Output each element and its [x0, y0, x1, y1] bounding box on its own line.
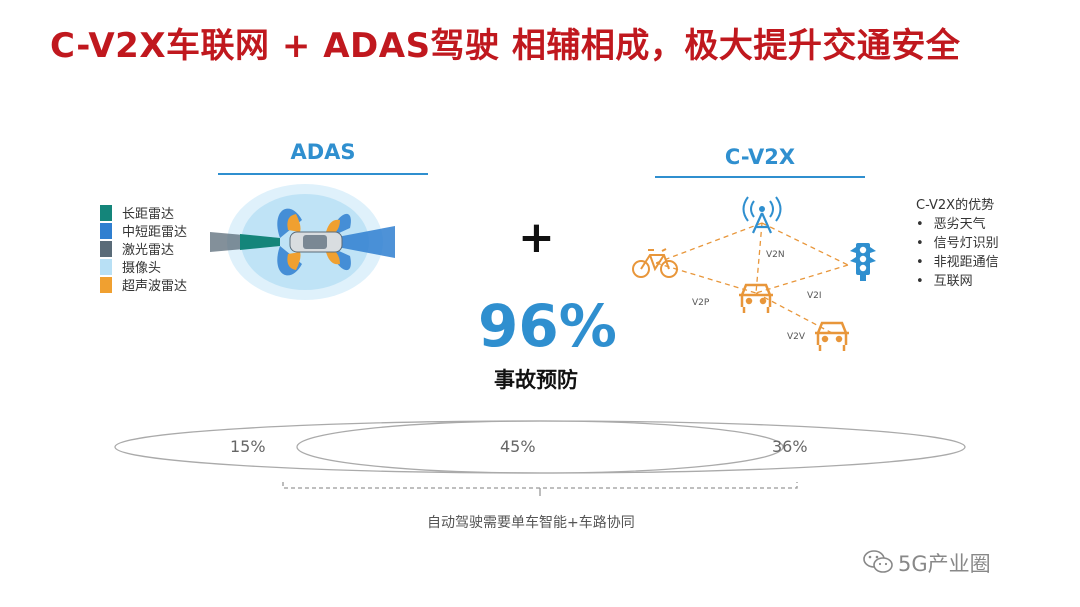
legend-swatch — [100, 240, 112, 257]
legend-item-long-range-radar: 长距雷达 — [100, 204, 175, 222]
accident-prevention-label: 事故预防 — [494, 368, 578, 392]
plus-sign: + — [518, 212, 555, 263]
legend-label: 摄像头 — [122, 261, 162, 276]
advantage-item: 互联网 — [916, 270, 973, 289]
advantage-item: 非视距通信 — [916, 251, 999, 270]
legend-label: 激光雷达 — [122, 243, 175, 258]
link-label-v2n: V2N — [766, 250, 785, 260]
second-car-icon — [815, 321, 849, 351]
overlap-middle-percent: 45% — [500, 437, 536, 456]
legend-swatch — [100, 204, 112, 221]
cv2x-heading: C-V2X — [724, 145, 796, 169]
bicycle-icon — [632, 248, 678, 278]
overlap-left-percent: 15% — [230, 437, 266, 456]
cv2x-heading-rule — [655, 176, 865, 178]
adas-heading-rule — [218, 173, 428, 175]
legend-swatch — [100, 276, 112, 293]
cv2x-diagram: V2N V2I V2P V2V — [632, 196, 876, 351]
legend-item-mid-short-radar: 中短距雷达 — [100, 222, 188, 240]
link-label-v2v: V2V — [787, 332, 806, 342]
advantage-item: 恶劣天气 — [916, 213, 986, 232]
legend-label: 中短距雷达 — [122, 225, 188, 240]
accident-prevention-percent: 96% — [478, 292, 617, 360]
legend-item-camera: 摄像头 — [100, 258, 162, 276]
adas-heading: ADAS — [290, 140, 356, 164]
watermark-text: 5G产业圈 — [898, 552, 991, 576]
page-title: C-V2X车联网 + ADAS驾驶 相辅相成，极大提升交通安全 — [50, 26, 961, 66]
summary-bracket — [282, 482, 798, 489]
link-label-v2p: V2P — [692, 298, 710, 308]
legend-swatch — [100, 222, 112, 239]
link-label-v2i: V2I — [807, 291, 822, 301]
advantage-item: 信号灯识别 — [916, 232, 999, 251]
inner-ellipse — [296, 420, 784, 474]
legend-label: 长距雷达 — [122, 207, 175, 222]
legend-swatch — [100, 258, 112, 275]
legend-label: 超声波雷达 — [122, 279, 188, 294]
car-icon — [739, 283, 773, 313]
cell-tower-icon — [742, 196, 782, 234]
overlap-right-percent: 36% — [772, 437, 808, 456]
wechat-icon — [863, 550, 893, 573]
advantages-title: C-V2X的优势 — [916, 198, 995, 213]
adas-sensor-illustration — [210, 184, 395, 300]
legend-item-ultrasonic-radar: 超声波雷达 — [100, 276, 188, 294]
legend-item-lidar: 激光雷达 — [100, 240, 175, 258]
summary-caption: 自动驾驶需要单车智能+车路协同 — [427, 515, 635, 531]
traffic-light-icon — [850, 243, 876, 281]
